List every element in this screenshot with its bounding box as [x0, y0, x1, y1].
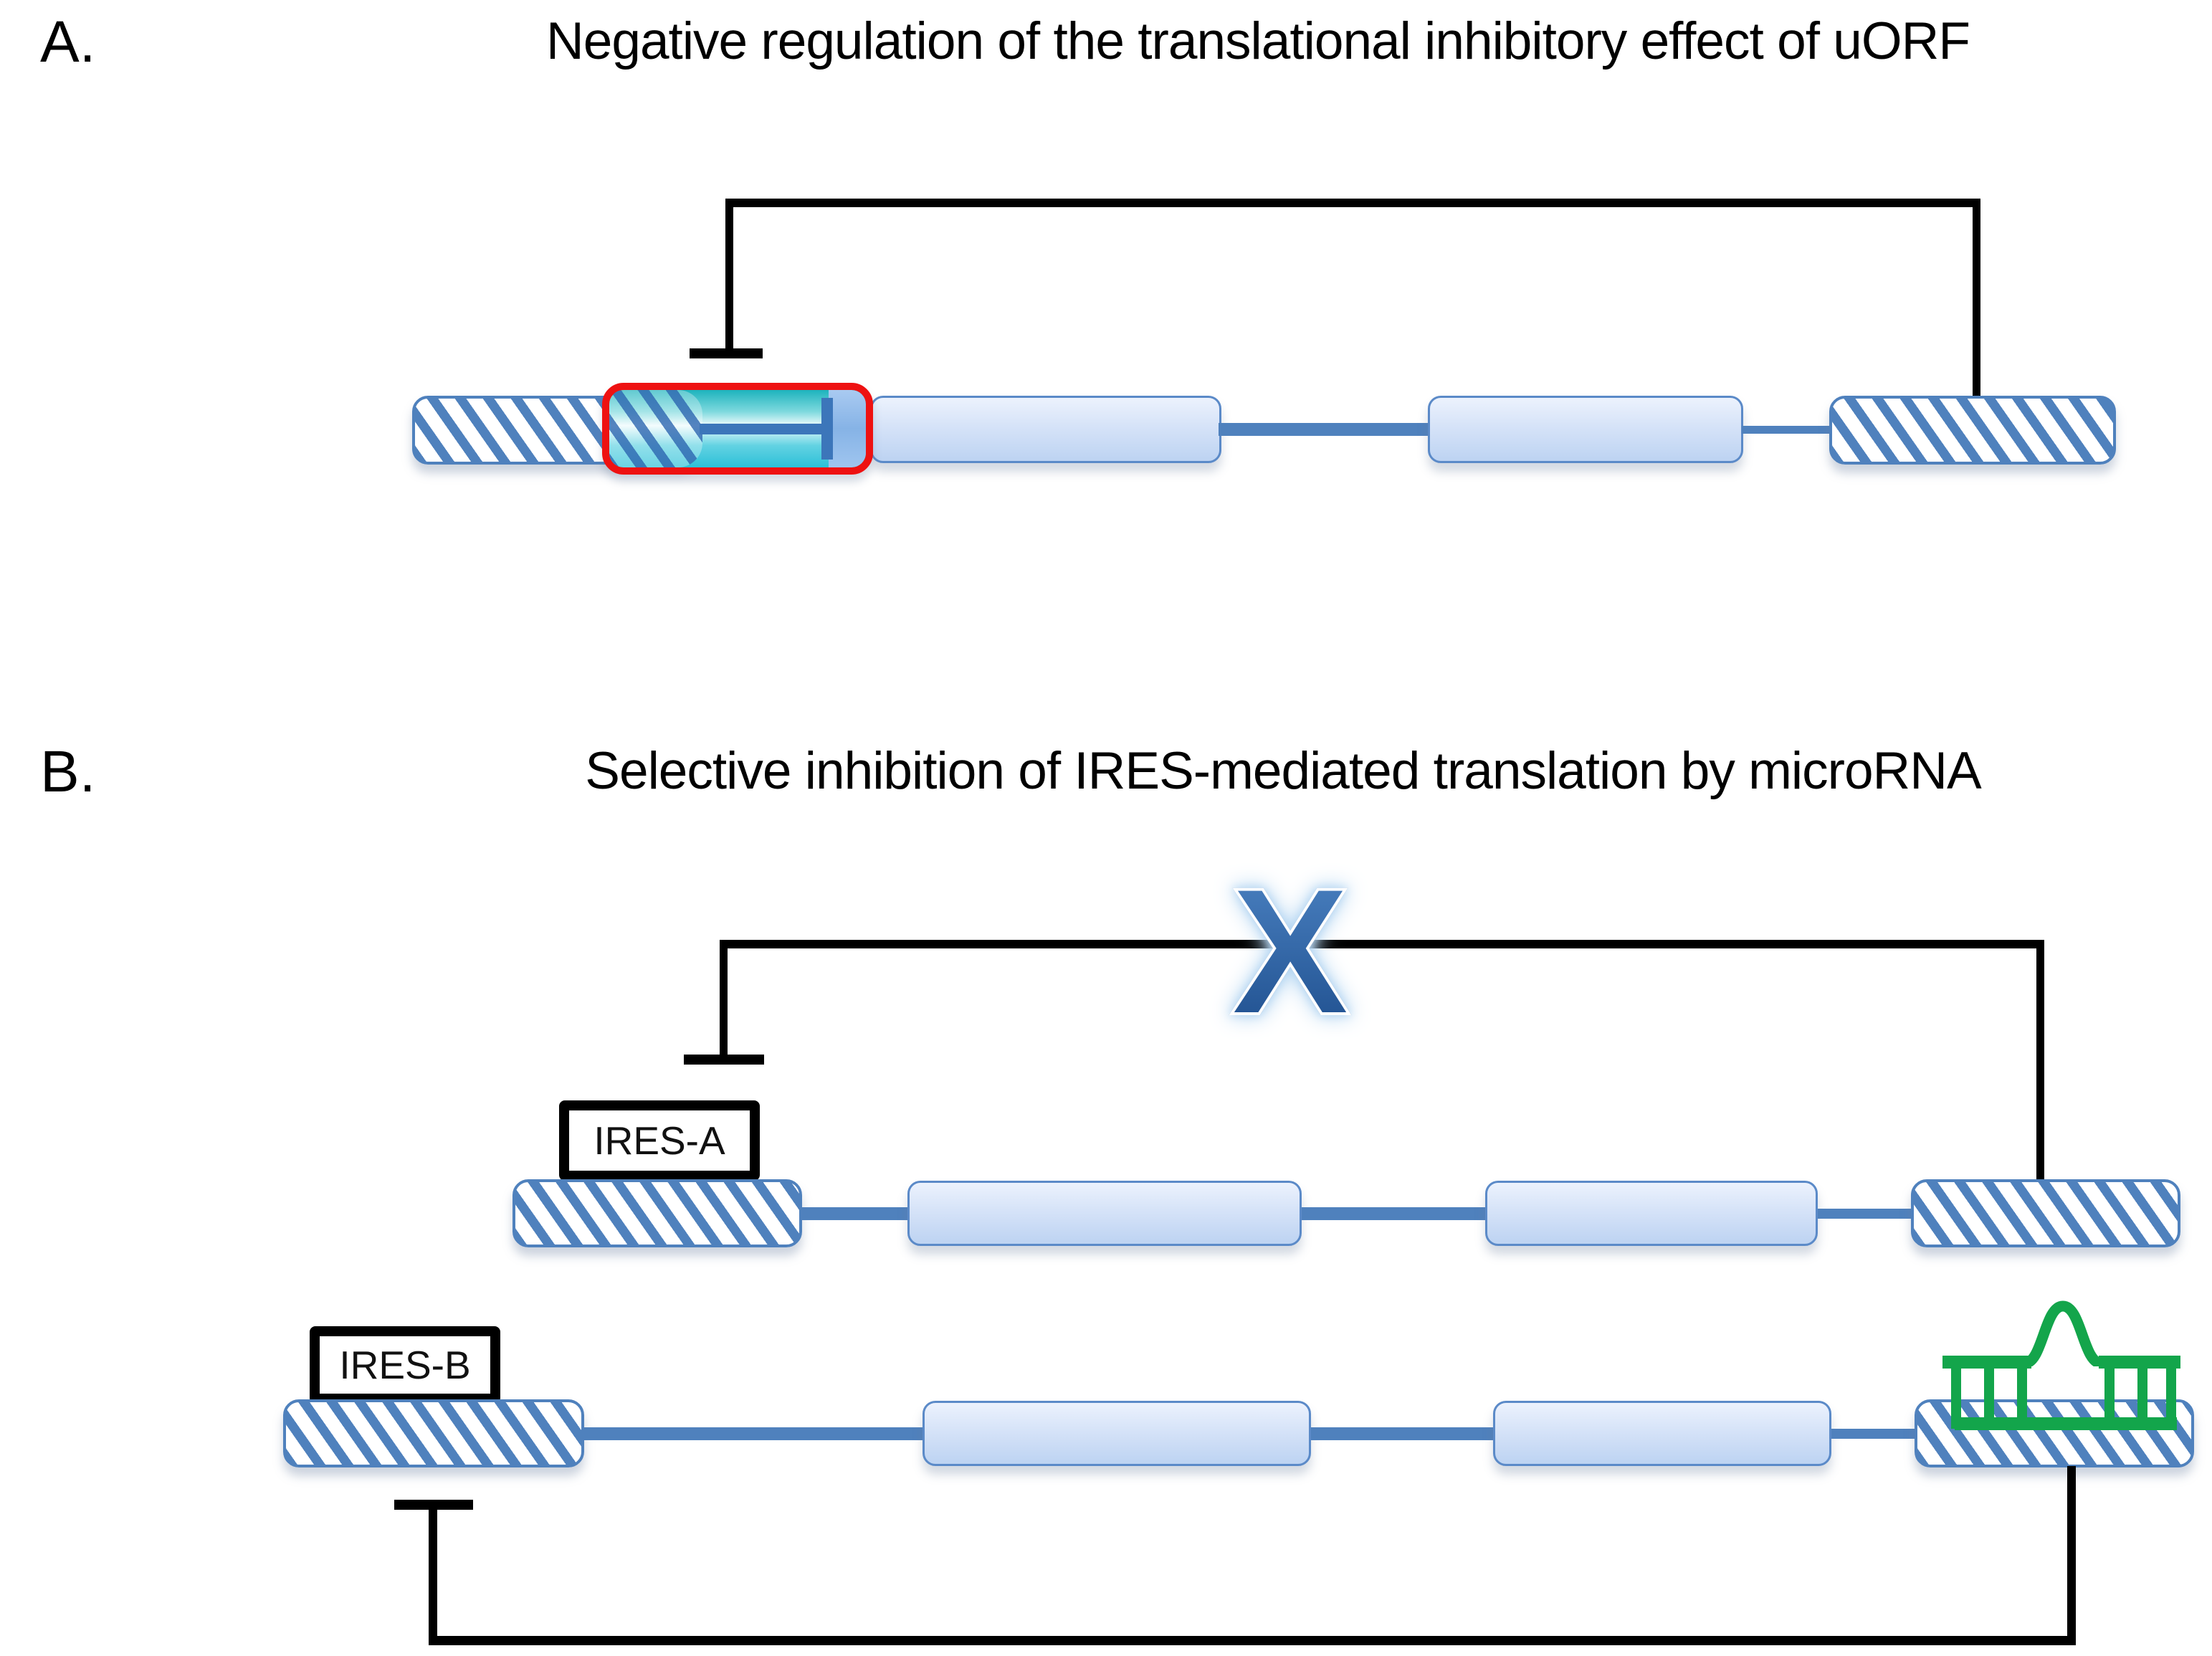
inhibition-line-b-right-vertical	[2036, 940, 2044, 1188]
panel-b-title: Selective inhibition of IRES-mediated tr…	[585, 742, 1981, 800]
mrna-iresb-utr3-box	[1915, 1399, 2194, 1467]
mrna-a-intron2-line	[1742, 426, 1831, 434]
mrna-iresa-exon1-box	[907, 1181, 1302, 1246]
mrna-a-exon2-box	[1428, 396, 1743, 463]
ires-a-label-text: IRES-A	[593, 1118, 725, 1163]
blocked-x-icon: X	[1209, 856, 1372, 1048]
inhibition-tbar-b	[684, 1055, 764, 1065]
mrna-a-exon1-box	[870, 396, 1221, 463]
panel-a-label: A.	[40, 9, 96, 75]
mrna-iresb-exon2-box	[1493, 1401, 1831, 1466]
uorf-hatched-overlap	[609, 390, 702, 467]
mrna-iresa-exon2-box	[1485, 1181, 1818, 1246]
uorf-orf-bar	[700, 424, 833, 434]
mrna-iresb-intron3-line	[1831, 1429, 1915, 1439]
inhibition-line-a-right-vertical	[1973, 199, 1980, 414]
mirna-basepair-rung	[2166, 1356, 2176, 1429]
mirna-hairpin-loop-icon	[2023, 1300, 2103, 1366]
mirna-basepair-rung	[1951, 1356, 1961, 1429]
mrna-iresb-exon1-box	[923, 1401, 1311, 1466]
inhibition-line-a-horizontal	[725, 199, 1980, 207]
mirna-basepair-rung	[2104, 1356, 2115, 1429]
inhibition-line-b-left-vertical	[720, 940, 728, 1060]
inhibition-tbar-bottom	[394, 1500, 473, 1510]
mrna-iresa-intron1-line	[802, 1207, 908, 1220]
inhibition-line-bottom-right-vertical	[2067, 1466, 2076, 1645]
mrna-iresa-intron2-line	[1302, 1207, 1485, 1220]
panel-b-label: B.	[40, 739, 96, 804]
mrna-iresb-utr5-box	[283, 1399, 584, 1467]
inhibition-tbar-a	[690, 348, 763, 358]
inhibition-line-a-left-vertical	[725, 199, 733, 351]
mrna-a-utr3-box	[1829, 396, 2116, 465]
mirna-basepair-rung	[2017, 1356, 2027, 1429]
panel-a-title: Negative regulation of the translational…	[546, 12, 1970, 70]
mrna-iresa-utr3-box	[1911, 1179, 2180, 1247]
ires-a-labelbox: IRES-A	[559, 1100, 760, 1181]
mirna-basepair-rung	[1984, 1356, 1994, 1429]
mirna-basepair-rung	[2137, 1356, 2147, 1429]
mrna-iresb-intron1-line	[584, 1427, 923, 1440]
uorf-highlight-box	[602, 383, 873, 475]
mrna-iresa-utr5-box	[513, 1179, 802, 1247]
inhibition-line-bottom-horizontal	[429, 1636, 2076, 1645]
mrna-iresa-intron3-line	[1818, 1209, 1911, 1219]
mrna-iresb-intron2-line	[1311, 1427, 1493, 1440]
uorf-stop-bar	[821, 398, 833, 460]
ires-b-labelbox: IRES-B	[310, 1326, 500, 1404]
mirna-bottom-strand-bar	[1955, 1417, 2177, 1430]
mrna-a-intron1-line	[1219, 423, 1429, 436]
uorf-cylinder-endcap	[829, 390, 866, 467]
inhibition-line-bottom-left-vertical	[429, 1510, 437, 1640]
ires-b-label-text: IRES-B	[339, 1343, 471, 1387]
inhibition-line-b-horizontal	[720, 940, 2044, 948]
